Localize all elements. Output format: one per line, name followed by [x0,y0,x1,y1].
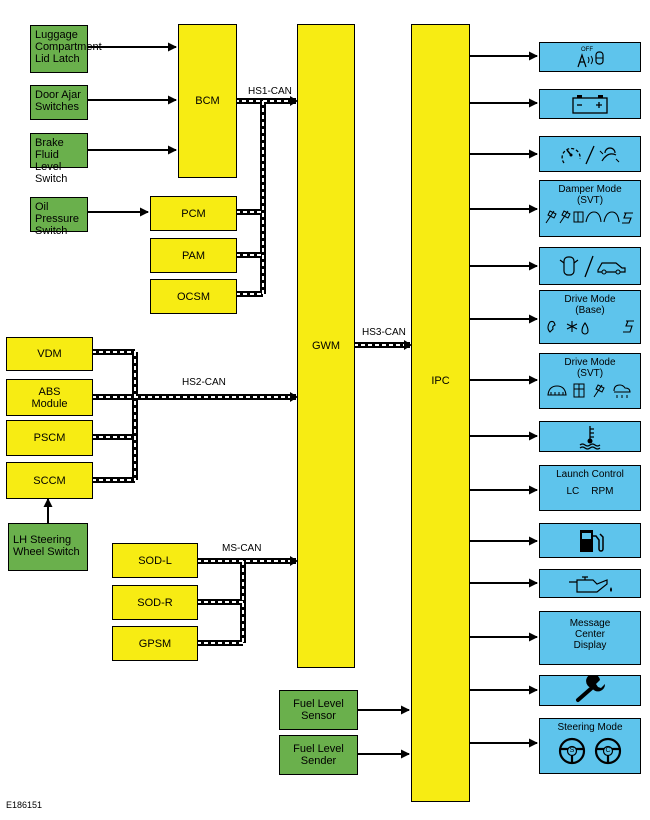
door-ajar-switches: Door Ajar Switches [30,85,88,120]
can-bus-dashes [92,100,410,644]
ms-can-label: MS-CAN [222,543,262,554]
fuel-level-sensor: Fuel Level Sensor [279,690,358,730]
steering-mode-label: Steering Mode [557,722,623,733]
output-parking-aid-off: OFF [539,42,641,72]
ms-arrowhead [290,556,298,566]
parking-aid-off-icon: OFF [577,47,604,68]
steering-wheel-c-icon: C [594,737,622,765]
luggage-compartment-lid-latch: Luggage Compartment Lid Latch [30,25,102,73]
cruise-lane-icon [561,145,620,165]
output-cruise-lane [539,136,641,172]
door-ajar-icon [559,255,626,278]
ipc-module: IPC [411,24,470,802]
lh-steering-wheel-switch: LH Steering Wheel Switch [8,523,88,571]
sod-r-module: SOD-R [112,585,198,620]
steer-s-text: S [569,747,575,754]
ipc-output-arrows [469,51,538,748]
ocsm-module: OCSM [150,279,237,314]
hs1-arrowhead [290,96,298,106]
oil-can-icon [569,576,612,593]
hs3-can-label: HS3-CAN [362,327,406,338]
output-steering-mode: Steering Mode S C [539,718,641,774]
abs-module: ABS Module [6,379,93,416]
off-text: OFF [581,47,593,53]
output-door-ajar [539,247,641,285]
pcm-module: PCM [150,196,237,231]
damper-mode-icons [545,210,633,224]
steering-wheel-s-icon: S [558,737,586,765]
gpsm-module: GPSM [112,626,198,661]
bcm-module: BCM [178,24,237,178]
brake-fluid-level-switch: Brake Fluid Level Switch [30,133,88,185]
battery-icon [572,95,608,114]
output-service [539,675,641,706]
hs2-can-label: HS2-CAN [182,377,226,388]
fuel-level-sender: Fuel Level Sender [279,735,358,775]
oil-pressure-switch: Oil Pressure Switch [30,197,88,237]
drive-mode-base-label: Drive Mode (Base) [564,294,616,316]
sod-l-module: SOD-L [112,543,198,578]
output-coolant-temp [539,421,641,452]
output-fuel [539,523,641,558]
output-message-center: Message Center Display [539,611,641,665]
output-battery [539,89,641,119]
hs2-arrowhead [290,392,298,402]
fuel-pump-icon [580,530,604,552]
damper-mode-label: Damper Mode (SVT) [558,184,622,206]
pscm-module: PSCM [6,420,93,456]
steer-c-text: C [605,747,611,754]
figure-id: E186151 [6,800,43,810]
gwm-module: GWM [297,24,355,668]
drive-mode-base-icons [547,320,634,335]
output-damper-mode: Damper Mode (SVT) [539,180,641,237]
ipc-label: IPC [431,375,450,387]
output-oil-pressure [539,569,641,598]
hs3-arrowhead [404,340,412,350]
pam-module: PAM [150,238,237,273]
rpm-text: RPM [591,486,614,497]
lc-text: LC [566,486,580,497]
wrench-icon [576,676,606,702]
vdm-module: VDM [6,337,93,371]
output-drive-mode-base: Drive Mode (Base) [539,290,641,344]
sccm-module: SCCM [6,462,93,499]
drive-mode-svt-icons [547,383,631,398]
message-center-label: Message Center Display [569,618,611,651]
coolant-temperature-icon [579,426,601,450]
output-launch-control: Launch Control LC RPM [539,465,641,511]
drive-mode-svt-label: Drive Mode (SVT) [564,357,616,379]
hs1-can-label: HS1-CAN [248,86,292,97]
launch-control-label: Launch Control [556,469,624,480]
output-drive-mode-svt: Drive Mode (SVT) [539,353,641,409]
